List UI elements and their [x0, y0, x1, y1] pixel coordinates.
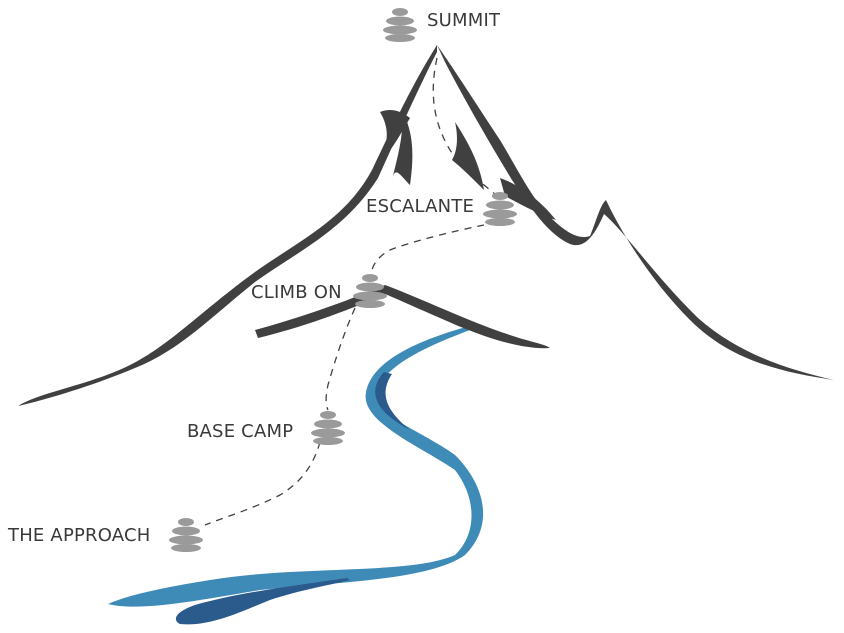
stacked-stones-icon-base-camp	[311, 411, 345, 445]
trail-path-4	[204, 441, 321, 526]
mountain-ridge-detail-3	[452, 122, 484, 190]
milestone-label-base-camp: BASE CAMP	[187, 421, 294, 442]
trail-path-2	[370, 224, 485, 277]
mountain-ridge-detail-4	[500, 178, 556, 220]
milestone-label-summit: SUMMIT	[427, 10, 501, 31]
mountain-left-ridge	[18, 45, 437, 406]
milestone-label-the-approach: THE APPROACH	[8, 525, 151, 546]
stacked-stones-icon-climb-on	[353, 274, 387, 308]
stacked-stones-icon-the-approach	[169, 518, 203, 552]
river-delta	[175, 578, 350, 625]
milestone-label-escalante: ESCALANTE	[366, 196, 475, 217]
mountain-ridge-detail-2	[392, 110, 413, 185]
stacked-stones-icon-escalante	[483, 192, 517, 226]
stacked-stones-icon-summit	[383, 8, 417, 42]
trail-path	[432, 57, 497, 196]
mountain-ridge-detail-1	[378, 110, 410, 165]
river	[108, 327, 484, 607]
milestone-label-climb-on: CLIMB ON	[251, 282, 342, 303]
mountain-lower-ridge	[255, 285, 550, 349]
trail-path-3	[325, 307, 356, 411]
river-shadow	[375, 372, 410, 430]
